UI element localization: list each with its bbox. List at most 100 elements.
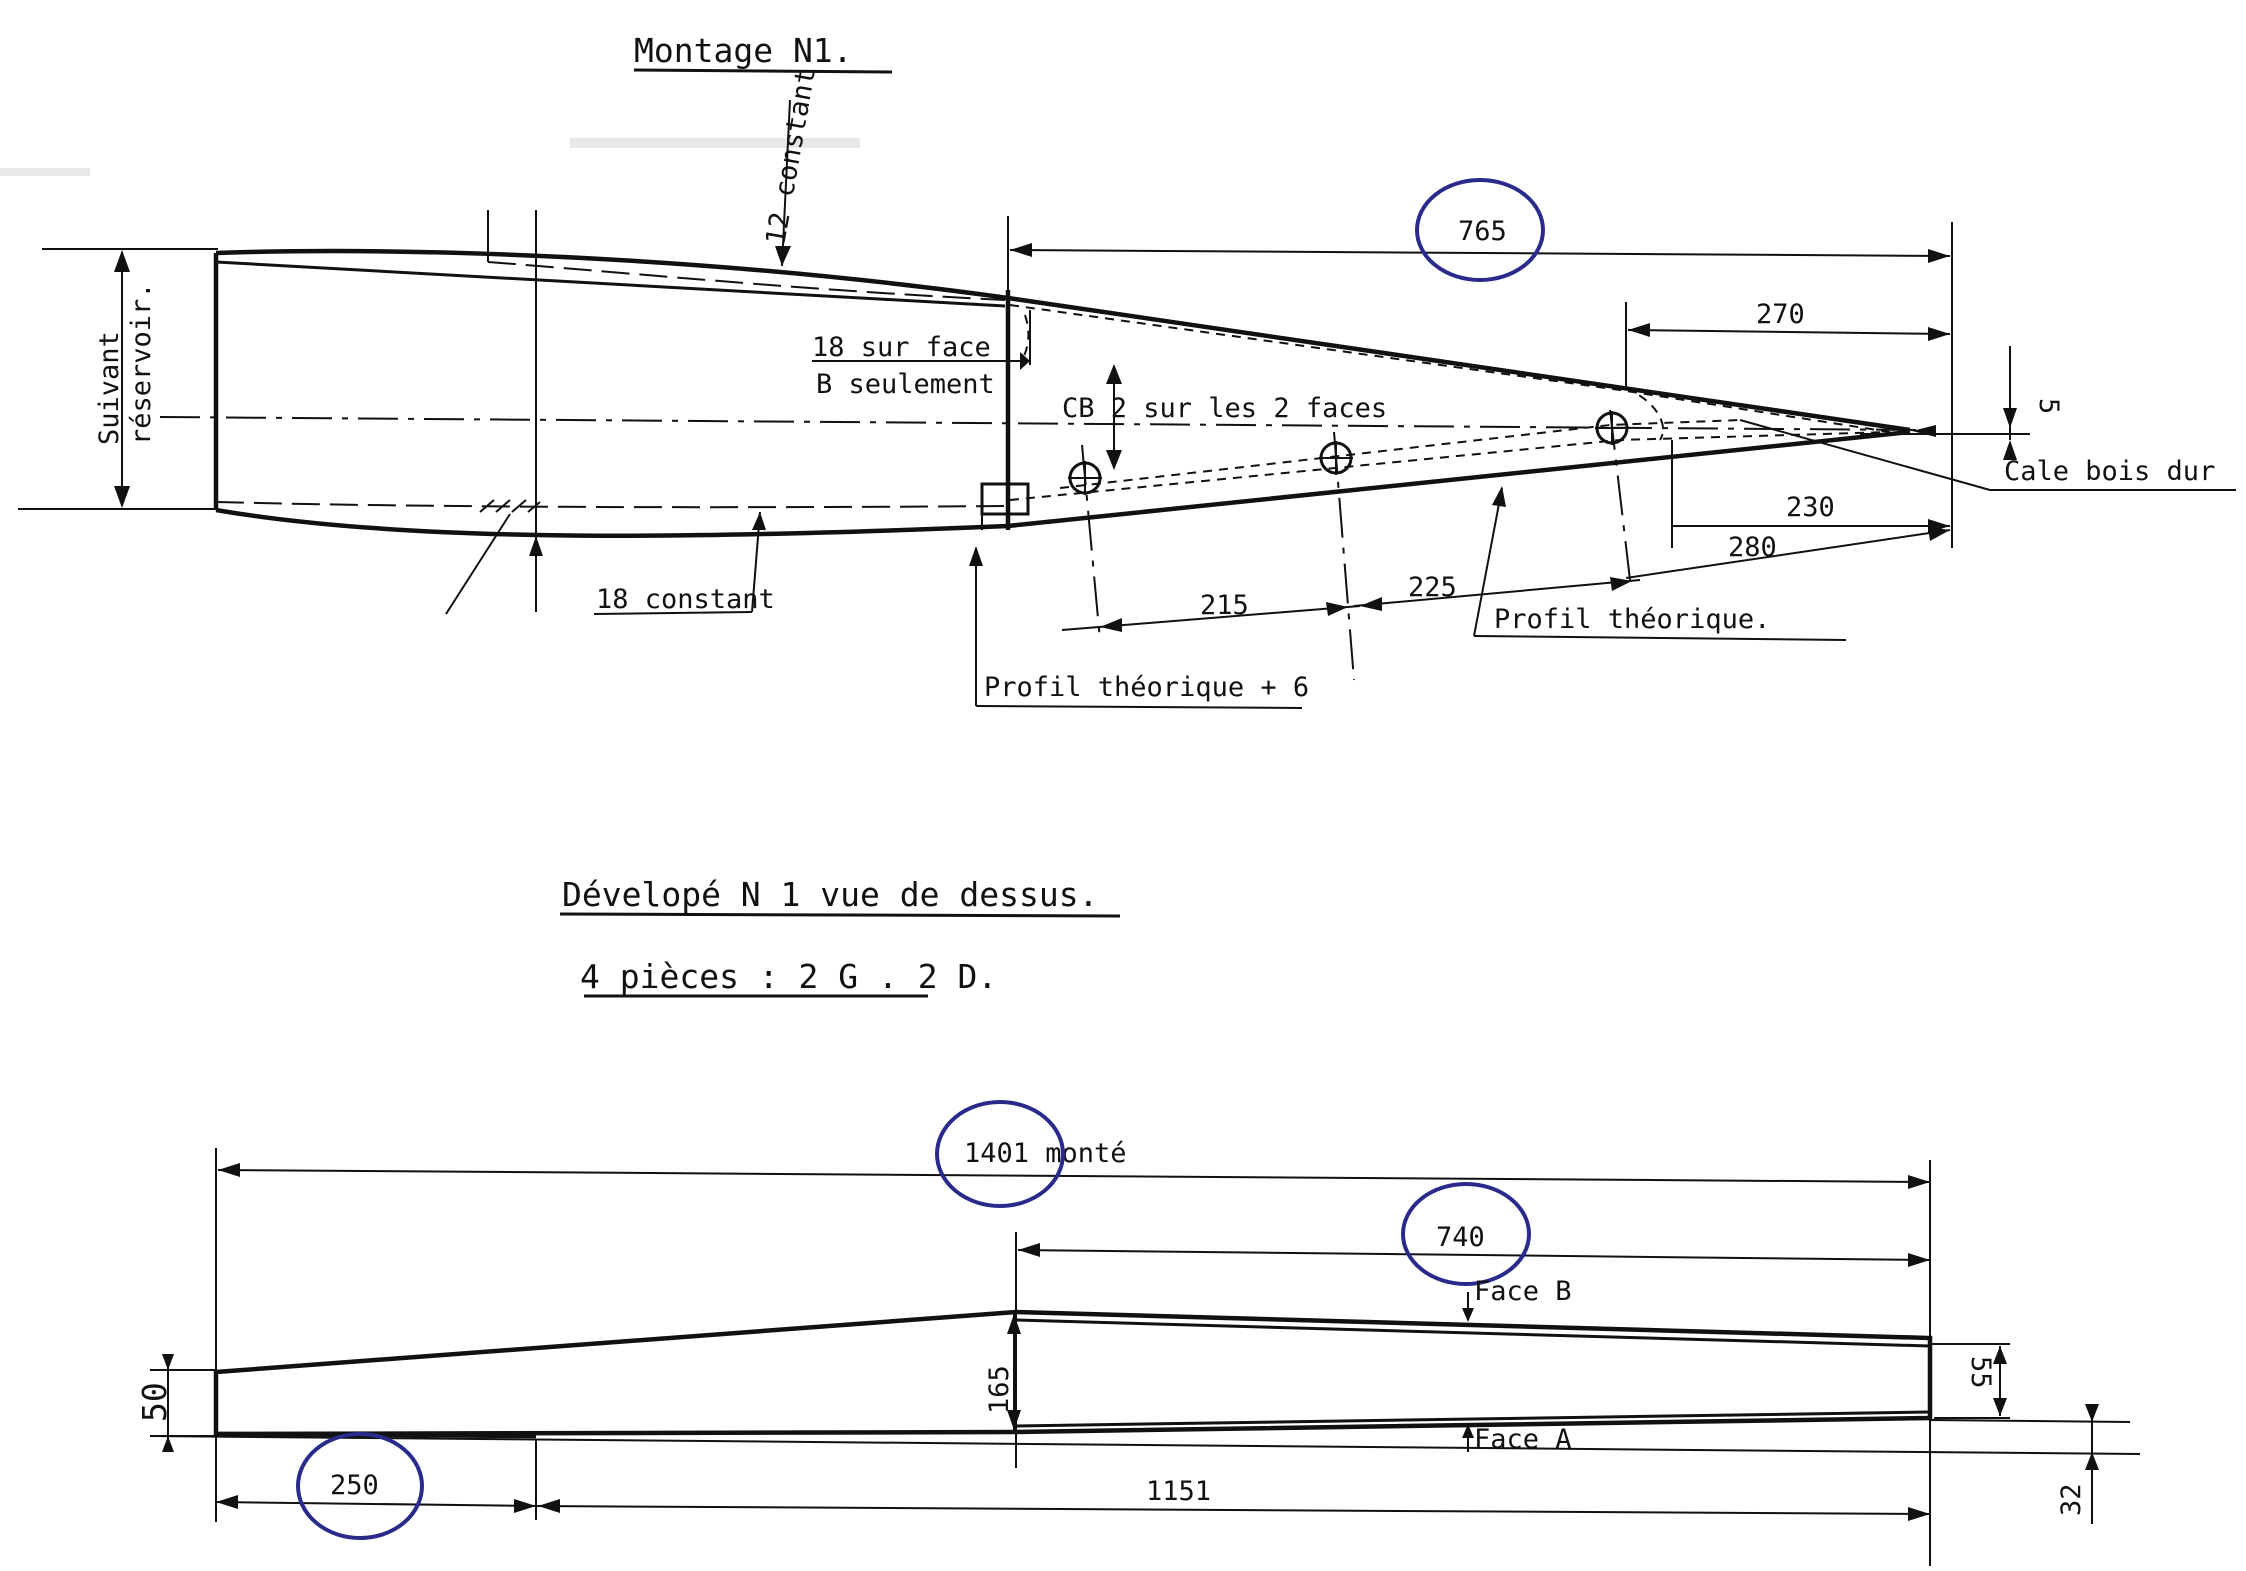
- face-b-note-line1: 18 sur face: [812, 332, 991, 363]
- dimension-line-1401: [217, 1169, 1931, 1183]
- thickness-bottom-label: 18 constant: [596, 584, 775, 615]
- scan-artifact: [570, 138, 860, 148]
- dim-1151: 1151: [1146, 1476, 1211, 1507]
- extension-line: [1929, 1419, 2131, 1423]
- arrowhead: [1018, 1243, 1040, 1257]
- arrowhead: [1010, 243, 1032, 257]
- dimension-line-270: [1627, 329, 1951, 335]
- dimension-line-250: [215, 1501, 537, 1507]
- arrowhead: [514, 1499, 536, 1513]
- arrowhead: [114, 486, 130, 508]
- arrowhead: [1993, 1346, 2007, 1364]
- arrowhead: [1628, 323, 1650, 337]
- arrowhead: [1106, 450, 1122, 470]
- face-a-label: Face A: [1474, 1424, 1572, 1455]
- dimension-line-280: [1625, 529, 1951, 579]
- arrowhead: [1462, 1308, 1474, 1322]
- dim-765: 765: [1458, 216, 1507, 247]
- arrowhead: [1492, 486, 1506, 507]
- dim-250: 250: [330, 1470, 379, 1501]
- leader-line: [445, 513, 511, 615]
- dimension-line-765: [1009, 249, 1951, 257]
- leader-line: [1473, 487, 1503, 637]
- dimension-line-740: [1017, 1249, 1931, 1261]
- dim-55: 55: [1965, 1356, 1996, 1389]
- arrowhead: [1993, 1398, 2007, 1416]
- leader-line: [781, 99, 791, 267]
- profile-theoretical-label: Profil théorique.: [1494, 604, 1770, 635]
- dim-230: 230: [1786, 492, 1835, 523]
- arrowhead: [1908, 1253, 1930, 1267]
- dimension-line-1151: [535, 1505, 1931, 1515]
- note-underline: [1473, 635, 1847, 641]
- hole-axis: [1609, 409, 1631, 581]
- dim-1401: 1401 monté: [964, 1138, 1127, 1169]
- dim-165: 165: [984, 1365, 1015, 1414]
- arrowhead: [1908, 1507, 1930, 1521]
- note-underline: [975, 705, 1303, 709]
- arrowhead: [1007, 1314, 1021, 1334]
- arrowhead: [775, 246, 791, 266]
- dim-280: 280: [1728, 532, 1777, 563]
- arrowhead: [529, 536, 543, 556]
- inner-dashed-line: [1059, 419, 1741, 489]
- leader-line: [1739, 419, 1991, 491]
- arrowhead: [216, 1495, 238, 1509]
- dim-50: 50: [135, 1382, 174, 1422]
- arrowhead: [1020, 352, 1030, 370]
- dim-215: 215: [1200, 590, 1249, 621]
- side-label-reservoir: réservoir.: [126, 282, 157, 445]
- part-bottom-outline: [215, 429, 1911, 539]
- arrowhead: [162, 1354, 174, 1370]
- highlight-circle: [935, 1100, 1065, 1208]
- scan-artifact: [0, 168, 90, 176]
- arrowhead: [1007, 1410, 1021, 1430]
- arrowhead: [162, 1436, 174, 1452]
- arrowhead: [969, 546, 983, 566]
- arrowhead: [2003, 408, 2017, 428]
- title-underline: [633, 68, 893, 74]
- inner-dashed-line: [487, 261, 1006, 301]
- dim-740: 740: [1436, 1222, 1485, 1253]
- inner-dashed-line: [215, 501, 1006, 509]
- arrowhead: [1100, 618, 1122, 632]
- block-piece: [980, 482, 1030, 516]
- highlight-circle: [1415, 178, 1545, 282]
- arrowhead: [2085, 1404, 2099, 1422]
- dim-5: 5: [2033, 398, 2064, 414]
- dimension-line-225: [1353, 579, 1641, 607]
- face-a-edge: [1015, 1410, 1931, 1428]
- highlight-circle: [1401, 1182, 1531, 1286]
- arrowhead: [1610, 577, 1632, 591]
- inner-dashed-line: [1624, 387, 1665, 441]
- arrowhead: [1106, 364, 1122, 384]
- side-label-suivant: Suivant: [94, 331, 125, 445]
- theoretical-profile-dashed: [1009, 304, 1891, 433]
- arrowhead: [1928, 249, 1950, 263]
- profile-theoretical-plus-label: Profil théorique + 6: [984, 672, 1309, 703]
- wedge-label: Cale bois dur: [2004, 456, 2215, 487]
- dim-32: 32: [2056, 1483, 2087, 1516]
- face-b-label: Face B: [1474, 1276, 1572, 1307]
- development-view: Dévelopé N 1 vue de dessus. 4 pièces : 2…: [135, 875, 2141, 1566]
- arrowhead: [1908, 1175, 1930, 1189]
- arrowhead: [1928, 527, 1950, 541]
- dim-270: 270: [1756, 299, 1805, 330]
- part-top-outline: [215, 248, 1911, 433]
- inner-top-line: [215, 260, 1006, 308]
- pieces-note: 4 pièces : 2 G . 2 D.: [580, 957, 997, 996]
- arrowhead: [1462, 1424, 1474, 1438]
- hatch-mark: [527, 501, 541, 513]
- face-b-edge: [1015, 1318, 1931, 1348]
- hatch-mark: [511, 499, 527, 513]
- highlight-circle: [296, 1432, 424, 1540]
- arrowhead: [752, 512, 766, 530]
- dim-225: 225: [1408, 572, 1457, 603]
- title-underline: [559, 912, 1121, 918]
- arrowhead: [1360, 597, 1382, 611]
- hatch-mark: [495, 499, 511, 513]
- top-view: Montage N1. Suivant réservoir.: [18, 31, 2236, 709]
- face-b-note-line2: B seulement: [816, 369, 995, 400]
- arrowhead: [2085, 1452, 2099, 1470]
